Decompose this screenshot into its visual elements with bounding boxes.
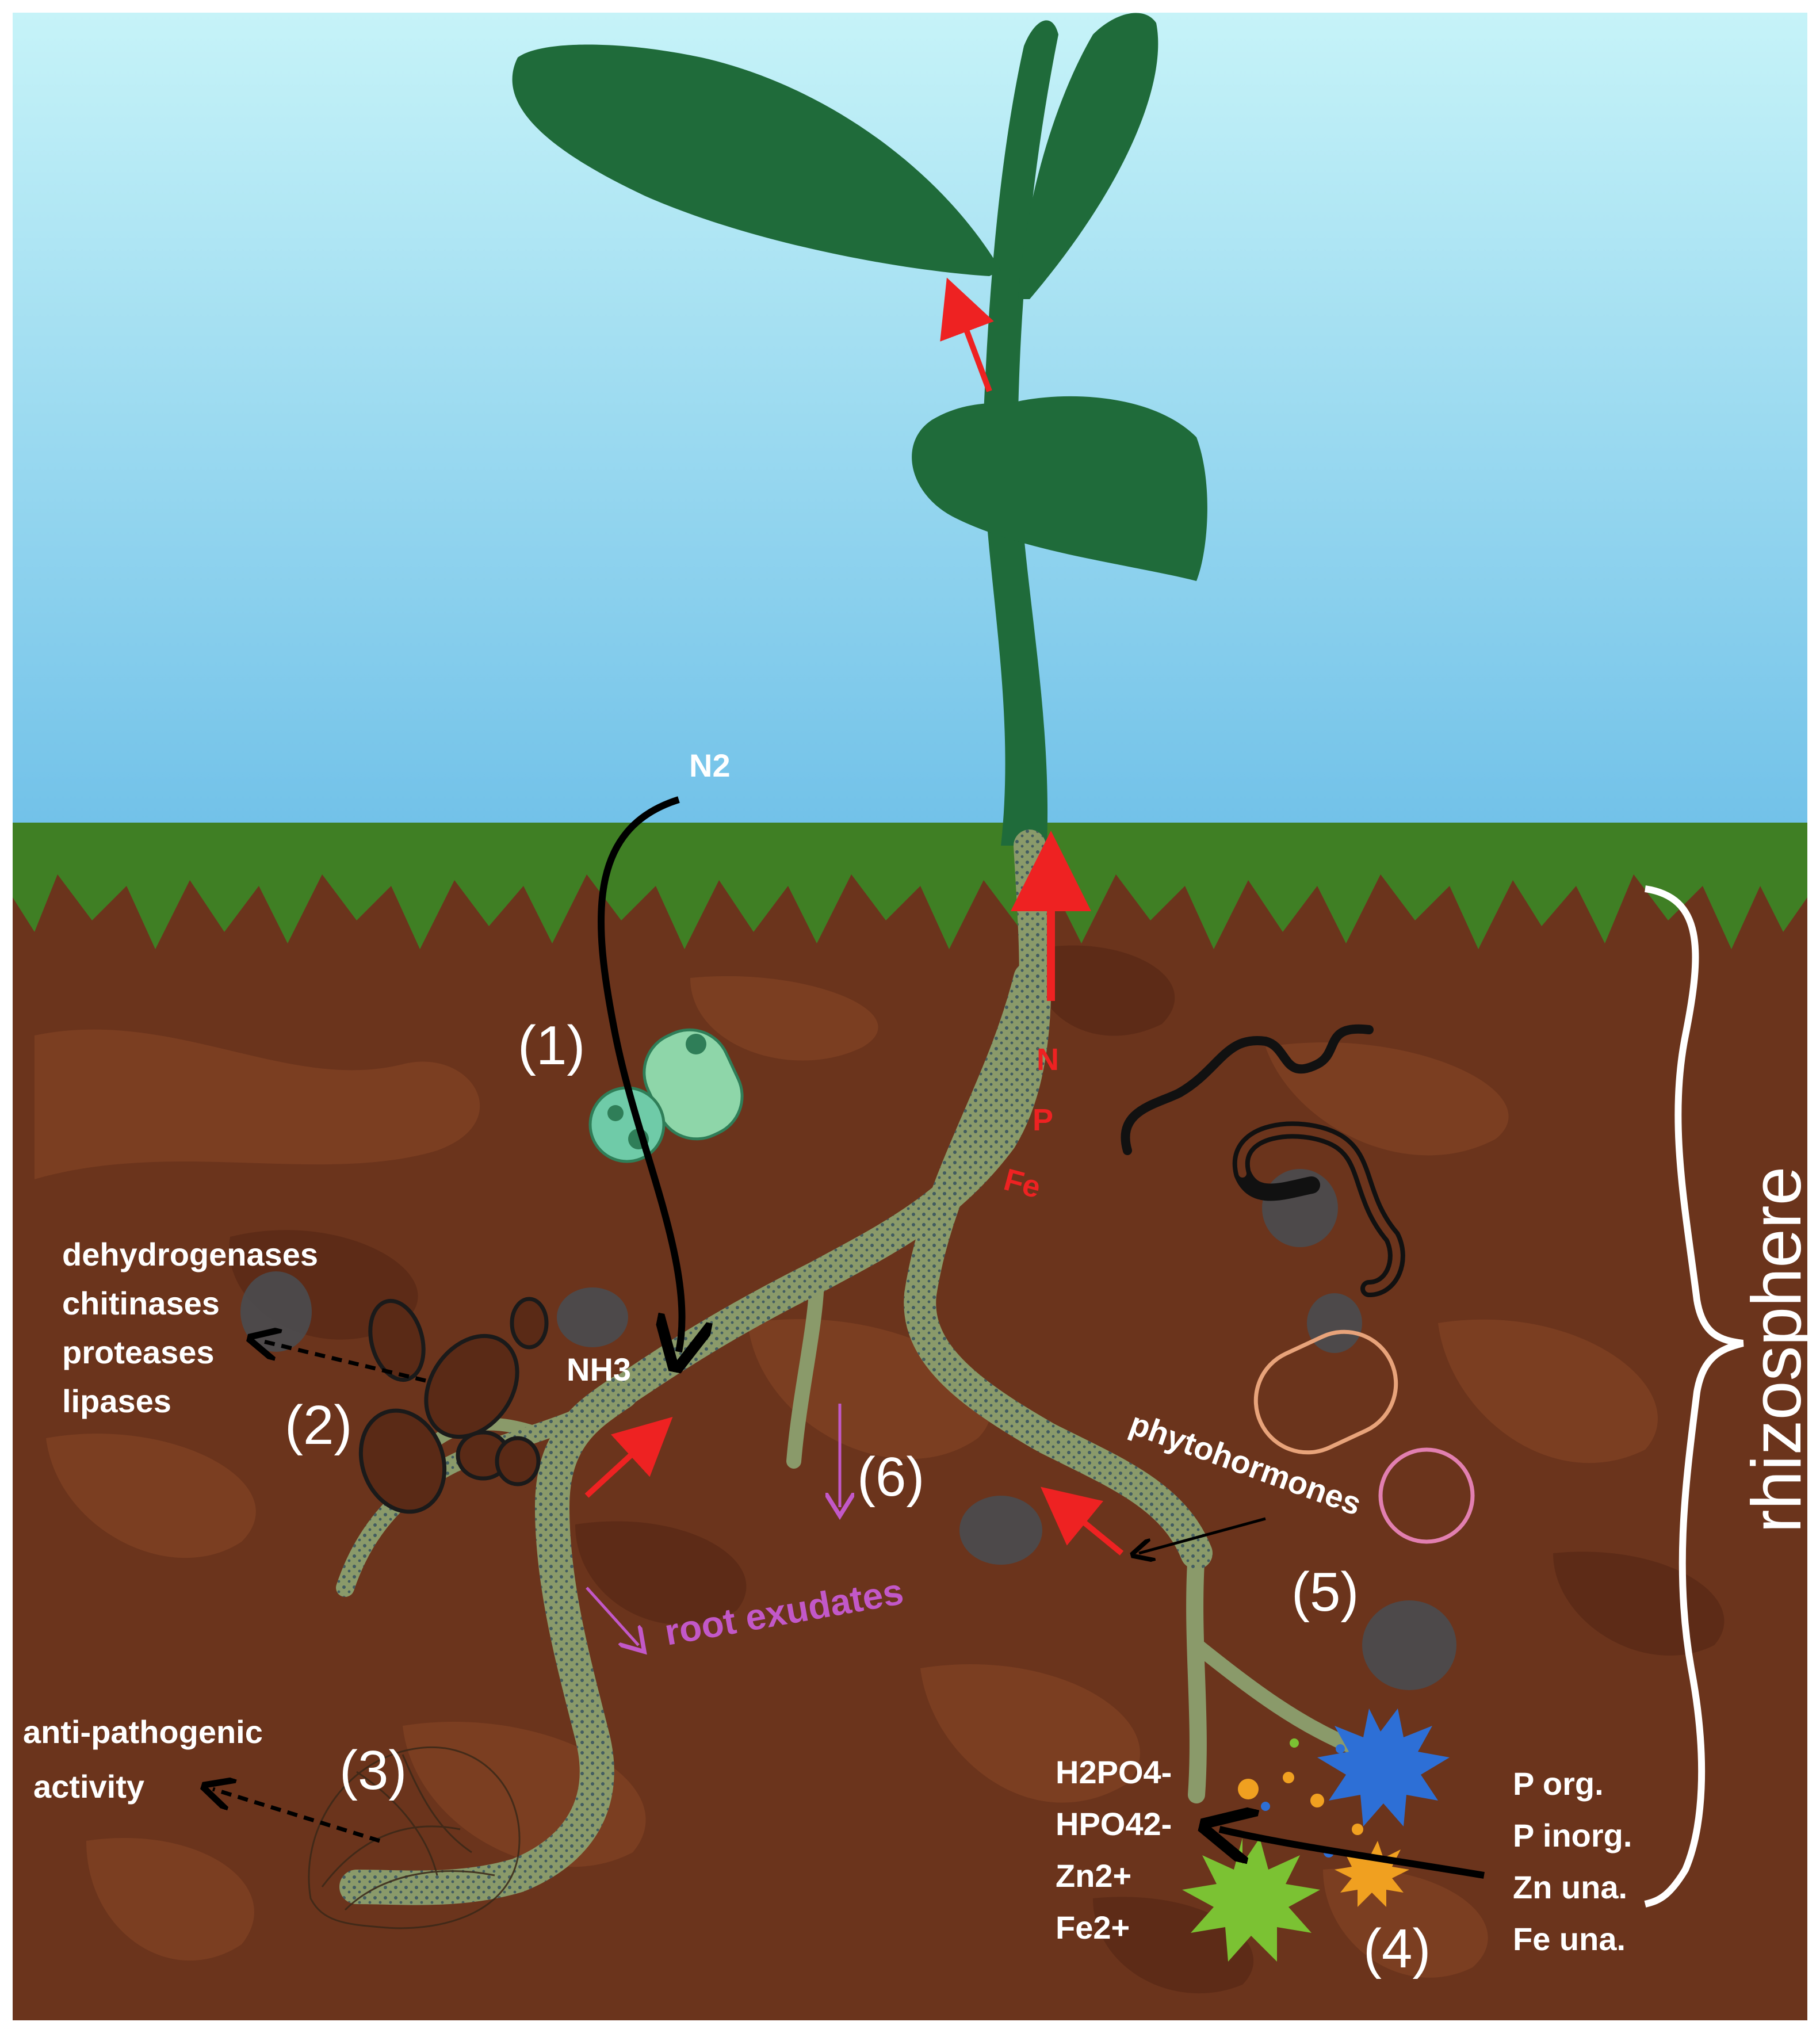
pebble bbox=[557, 1287, 628, 1347]
unavailable-p-inorg: P inorg. bbox=[1513, 1817, 1632, 1853]
available-h2po4: H2PO4- bbox=[1056, 1754, 1172, 1790]
microbe-green bbox=[1182, 1838, 1320, 1962]
enzyme-proteases: proteases bbox=[62, 1334, 215, 1370]
earthworms bbox=[1121, 1024, 1405, 1297]
solubilization-arrow bbox=[1219, 1829, 1485, 1879]
anti-pathogenic-line1: anti-pathogenic bbox=[23, 1714, 263, 1750]
nutrient-uptake-arrow-leaf bbox=[940, 277, 994, 392]
leaf-upper-right bbox=[1018, 13, 1158, 299]
leaf-middle bbox=[912, 396, 1207, 581]
nutrient-uptake-arrow-root-right bbox=[1041, 1486, 1124, 1556]
phytohormones-arrow bbox=[1139, 1517, 1266, 1553]
leaf-upper-left bbox=[512, 44, 1001, 276]
grass bbox=[13, 823, 1807, 949]
available-zn2: Zn2+ bbox=[1056, 1858, 1131, 1894]
unavailable-p-org: P org. bbox=[1513, 1765, 1604, 1802]
step-3-label: (3) bbox=[339, 1740, 407, 1801]
pebble bbox=[1307, 1293, 1362, 1353]
step-6-label: (6) bbox=[857, 1446, 924, 1508]
nutrient-uptake-arrow-root-left bbox=[584, 1416, 673, 1498]
rhizosphere-label: rhizosphere bbox=[1737, 1167, 1815, 1533]
uptake-p: P bbox=[1033, 1103, 1053, 1137]
available-fe2: Fe2+ bbox=[1056, 1909, 1130, 1946]
mycorrhizal-fungus bbox=[308, 1746, 521, 1929]
pebble bbox=[959, 1496, 1042, 1565]
n2-label: N2 bbox=[689, 747, 731, 784]
n2-to-nh3-arrow bbox=[598, 796, 682, 1352]
enzyme-lipases: lipases bbox=[62, 1383, 171, 1419]
nh3-label: NH3 bbox=[567, 1351, 631, 1388]
unavailable-zn: Zn una. bbox=[1513, 1869, 1627, 1905]
enzyme-producing-microbes bbox=[358, 1297, 549, 1514]
pebble bbox=[1362, 1600, 1456, 1690]
step-1-label: (1) bbox=[518, 1015, 585, 1076]
anti-pathogenic-line2: activity bbox=[33, 1768, 144, 1805]
uptake-n: N bbox=[1037, 1042, 1059, 1077]
enzyme-chitinases: chitinases bbox=[62, 1285, 220, 1321]
exudate-arrow-2 bbox=[586, 1587, 638, 1645]
nitrogen-fixing-bacteria bbox=[588, 1028, 744, 1163]
stem bbox=[983, 20, 1058, 846]
step-5-label: (5) bbox=[1291, 1561, 1359, 1623]
enzyme-dehydrogenases: dehydrogenases bbox=[62, 1236, 318, 1272]
phytohormone-bacteria bbox=[1253, 1329, 1475, 1544]
plant-shoot bbox=[512, 13, 1207, 846]
microbe-blue bbox=[1317, 1709, 1450, 1826]
enzymes-arrow bbox=[259, 1340, 426, 1383]
rhizosphere-brace bbox=[1644, 885, 1744, 1908]
step-4-label: (4) bbox=[1363, 1918, 1431, 1979]
unavailable-fe: Fe una. bbox=[1513, 1921, 1626, 1957]
sky bbox=[13, 13, 1807, 853]
step-2-label: (2) bbox=[285, 1394, 352, 1456]
available-hpo42: HPO42- bbox=[1056, 1806, 1172, 1842]
anti-pathogenic-arrow bbox=[213, 1789, 381, 1843]
pebble bbox=[240, 1271, 312, 1352]
arrows bbox=[213, 277, 1485, 1879]
